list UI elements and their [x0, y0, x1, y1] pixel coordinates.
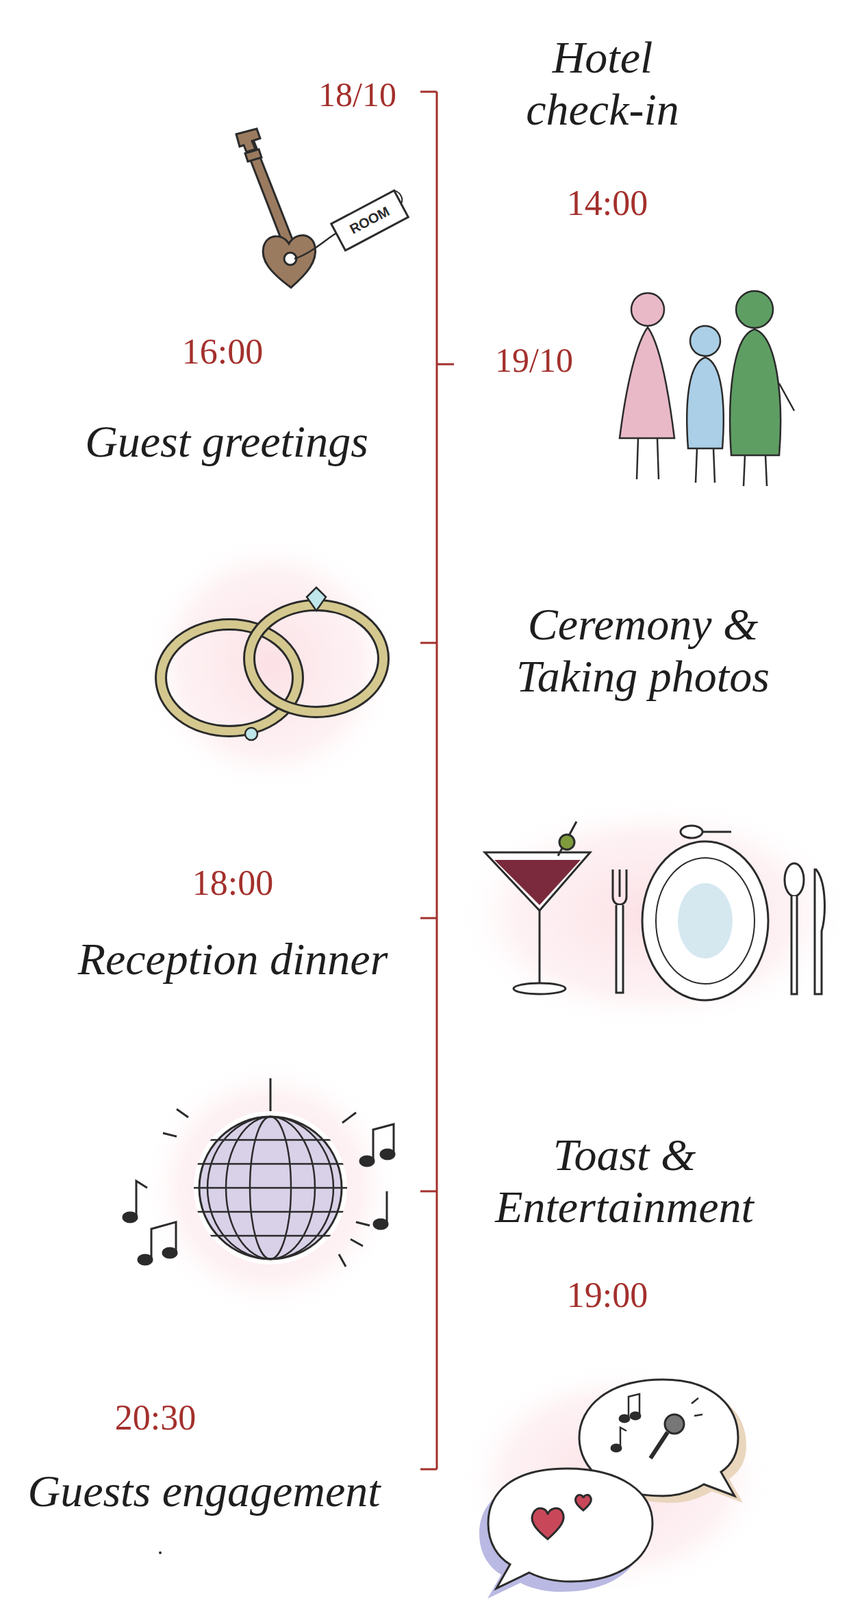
time-label: 14:00	[566, 182, 648, 224]
speech-bubbles-icon	[479, 1379, 747, 1599]
time-label: 19:00	[566, 1274, 648, 1316]
dot	[158, 1551, 162, 1555]
event-title: Reception dinner	[78, 933, 389, 986]
time-label: 20:30	[115, 1397, 196, 1439]
date-label: 18/10	[318, 75, 397, 116]
guests-figures	[619, 290, 795, 487]
dinner-icon	[484, 821, 825, 1001]
date-label: 19/10	[495, 340, 574, 381]
glow	[458, 1362, 774, 1596]
event-title: Hotel check-in	[489, 31, 716, 136]
event-title: Guest greetings	[84, 415, 369, 468]
disco-ball-icon	[123, 1078, 395, 1267]
glow	[455, 797, 849, 1031]
key-icon	[236, 128, 412, 288]
event-title: Toast & Entertainment	[473, 1129, 776, 1234]
glow	[140, 1057, 401, 1319]
rings-icon	[160, 587, 384, 741]
timeline-axis	[420, 91, 454, 1470]
time-label: 16:00	[182, 331, 263, 373]
glow	[140, 533, 401, 794]
time-label: 18:00	[192, 862, 274, 904]
event-title: Ceremony & Taking photos	[485, 598, 801, 703]
event-title: Guests engagement	[27, 1465, 380, 1518]
